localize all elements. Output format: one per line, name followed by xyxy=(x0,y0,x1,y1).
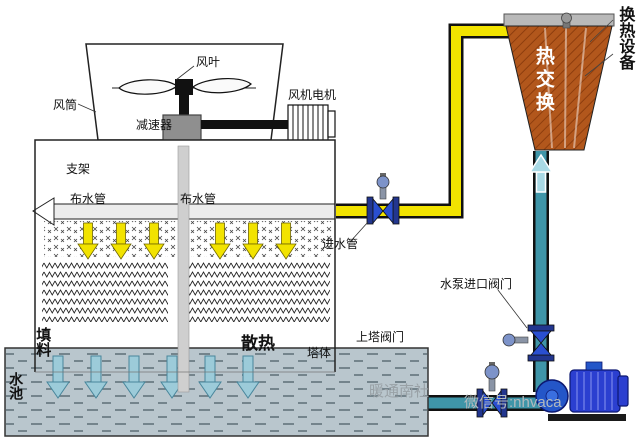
fan-duct-label: 风筒 xyxy=(53,98,78,112)
pump-inlet-valve-label: 水泵进口阀门 xyxy=(440,277,513,291)
fan-hub xyxy=(175,79,193,95)
inlet-pipe-label: 进水管 xyxy=(322,237,359,251)
heat-exchanger xyxy=(503,12,615,151)
watermark-brand: 暖通南社 xyxy=(369,383,430,400)
riser-flow-up-arrow-icon xyxy=(528,153,554,193)
spray-pipe-right-label: 布水管 xyxy=(180,192,217,206)
upper-tower-valve-icon xyxy=(476,362,508,418)
flow-arrow-left-icon xyxy=(32,197,55,226)
label-leader-lines xyxy=(77,65,528,329)
fill-pack-left xyxy=(42,260,168,322)
heat-exchange-label: 热交换 xyxy=(532,46,554,115)
tower-walls xyxy=(34,139,336,372)
fan-motor-label: 风机电机 xyxy=(288,88,337,102)
hot-water-down-arrows xyxy=(77,222,297,260)
exchanger-header xyxy=(503,13,615,27)
water-pool xyxy=(4,347,429,437)
fill-pack-right xyxy=(180,260,330,322)
spray-pipe-left-label: 布水管 xyxy=(70,192,107,206)
hot-water-pipe xyxy=(336,23,519,219)
pump-unit xyxy=(535,361,629,421)
spray-pipe xyxy=(32,197,336,226)
fan-blade-label: 风叶 xyxy=(196,55,221,69)
fan-shaft xyxy=(179,95,189,117)
reducer-label: 减速器 xyxy=(136,118,173,132)
drive-shaft xyxy=(201,120,289,129)
heat-dissipation-label: 散热 xyxy=(241,334,275,353)
exchanger-top-fitting-icon xyxy=(561,12,572,29)
inlet-pipe-valve-icon xyxy=(366,173,400,225)
pool-flow-arrows xyxy=(46,355,260,399)
fan-assembly xyxy=(112,77,256,117)
upper-tower-valve-label: 上塔阀门 xyxy=(356,330,405,344)
center-shaft xyxy=(177,145,190,393)
equipment-pointer-lines xyxy=(584,19,614,77)
support-label: 支架 xyxy=(66,162,91,176)
fill-label: 填料 xyxy=(34,327,52,357)
watermark-wechat: 微信号:nhvaca xyxy=(464,394,562,411)
tower-body-label: 塔体 xyxy=(307,346,332,360)
pump-inlet-valve-icon xyxy=(502,324,555,362)
exchanger-body xyxy=(505,25,613,151)
fan-motor-unit xyxy=(287,104,336,144)
heat-exchange-equipment-label: 换热设备 xyxy=(616,6,634,70)
pool-label: 水池 xyxy=(8,372,25,400)
